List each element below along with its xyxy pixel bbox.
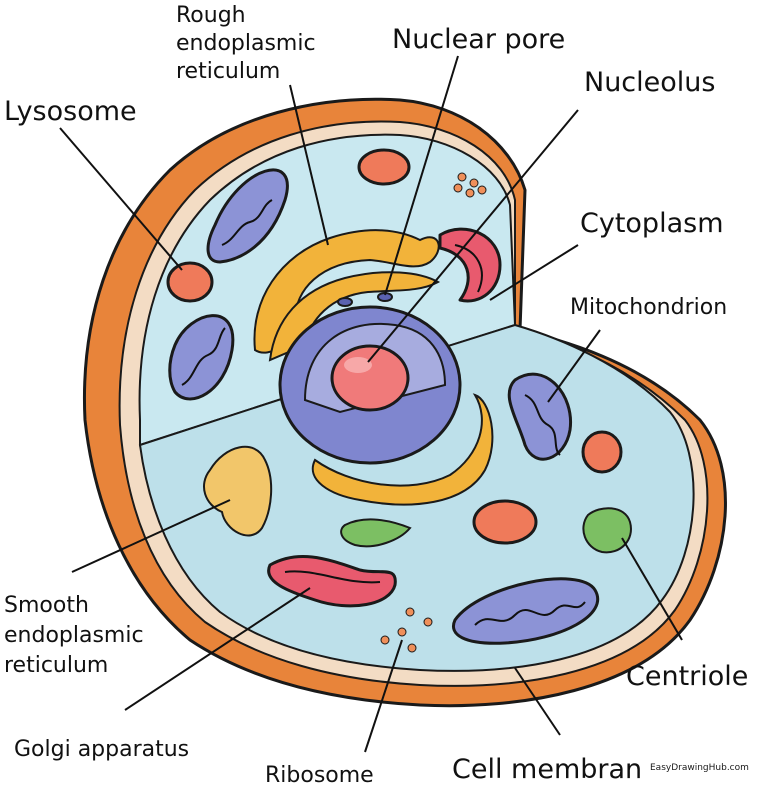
- leader-nucleolus: [367, 109, 579, 363]
- leader-centriole: [621, 537, 683, 641]
- leader-ribosome: [364, 639, 403, 753]
- label-rough-er-3: reticulum: [176, 59, 280, 84]
- mitochondrion-left: [168, 314, 235, 401]
- label-golgi: Golgi apparatus: [14, 737, 189, 762]
- label-rough-er-2: endoplasmic: [176, 31, 316, 56]
- leader-rough-er: [289, 84, 329, 246]
- ribosome-dots: [380, 172, 487, 653]
- leader-cytoplasm: [489, 244, 579, 301]
- label-smooth-er-2: endoplasmic: [4, 623, 144, 648]
- mitochondrion-right: [507, 372, 573, 461]
- smooth-er: [203, 445, 273, 537]
- leader-golgi: [124, 587, 311, 711]
- mitochondrion-top-left: [206, 168, 289, 264]
- mitochondrion-bottom: [452, 577, 599, 645]
- nucleolus: [330, 344, 410, 412]
- leader-cell-membrane: [514, 667, 561, 736]
- nuclear-pore-1: [337, 297, 353, 307]
- leader-nuclear-pore: [384, 55, 459, 296]
- label-rough-er-1: Rough: [176, 3, 246, 28]
- label-lysosome: Lysosome: [4, 96, 137, 127]
- label-nuclear-pore: Nuclear pore: [392, 24, 565, 55]
- leader-mitochondrion: [547, 329, 601, 403]
- label-smooth-er-1: Smooth: [4, 593, 89, 618]
- rough-er-lower: [311, 393, 494, 506]
- centriole-2: [582, 507, 632, 554]
- golgi-top-right: [438, 227, 502, 303]
- lysosome-1: [166, 261, 214, 303]
- rough-er-upper-2: [268, 271, 441, 362]
- leader-lysosome: [59, 127, 183, 271]
- label-cell-membrane: Cell membran: [452, 754, 642, 785]
- lysosome-4: [472, 499, 538, 545]
- leader-smooth-er: [71, 499, 231, 573]
- label-ribosome: Ribosome: [265, 763, 374, 788]
- nucleolus-shine: [344, 357, 372, 373]
- watermark: EasyDrawingHub.com: [650, 763, 749, 773]
- label-cytoplasm: Cytoplasm: [580, 208, 724, 239]
- label-nucleolus: Nucleolus: [584, 67, 715, 98]
- label-centriole: Centriole: [626, 661, 748, 692]
- lysosome-2: [357, 148, 411, 186]
- centriole-1: [340, 518, 412, 548]
- label-smooth-er-3: reticulum: [4, 653, 108, 678]
- lysosome-3: [581, 430, 623, 474]
- label-mitochondrion: Mitochondrion: [570, 295, 727, 320]
